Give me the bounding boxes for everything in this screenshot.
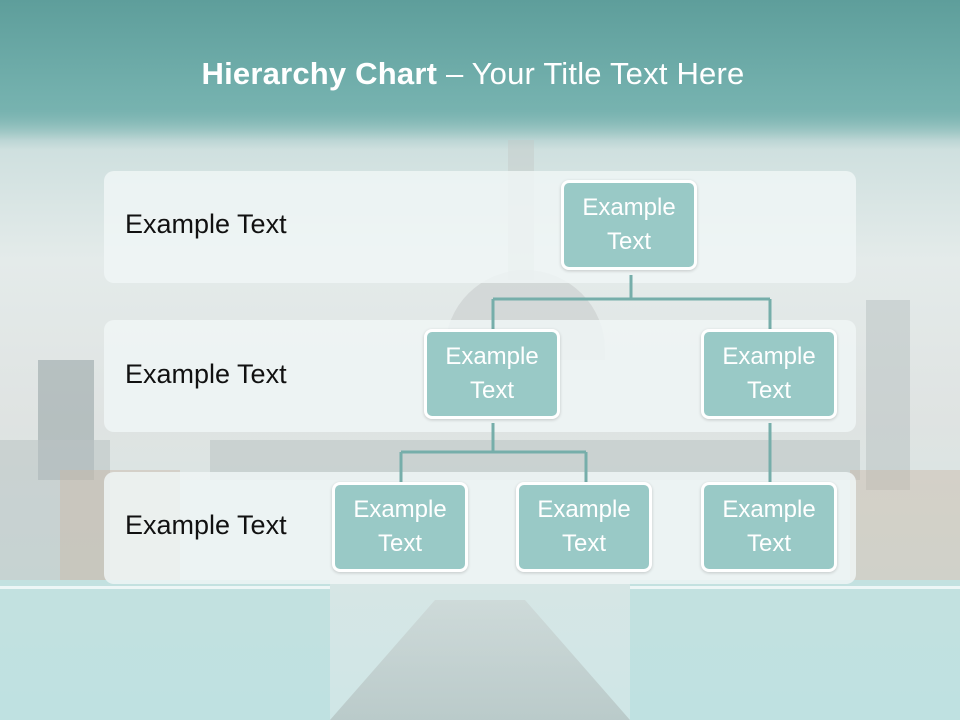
bg-clock-tower: [866, 300, 910, 490]
row-label: Example Text: [125, 209, 287, 239]
connector-left: [399, 423, 588, 482]
node-level3-middle[interactable]: Example Text: [516, 482, 652, 572]
node-level2-right[interactable]: Example Text: [701, 329, 837, 419]
node-root[interactable]: Example Text: [561, 180, 697, 270]
bg-building: [850, 470, 960, 580]
row-label: Example Text: [125, 510, 287, 540]
node-level2-left[interactable]: Example Text: [424, 329, 560, 419]
title-banner: [0, 0, 960, 140]
bg-glass-right: [630, 580, 960, 720]
node-label: Example Text: [722, 496, 816, 557]
bg-rail: [630, 586, 960, 589]
node-level3-left[interactable]: Example Text: [332, 482, 468, 572]
connector-root: [491, 275, 772, 329]
title-bold: Hierarchy Chart: [201, 56, 438, 91]
node-label: Example Text: [445, 343, 539, 404]
bg-rail: [0, 586, 330, 589]
row-band-1: Example Text: [104, 171, 856, 283]
bg-glass-left: [0, 580, 330, 720]
node-label: Example Text: [353, 496, 447, 557]
node-level3-right[interactable]: Example Text: [701, 482, 837, 572]
title-rest: – Your Title Text Here: [437, 56, 745, 91]
bg-building: [0, 440, 110, 580]
node-label: Example Text: [722, 343, 816, 404]
row-label: Example Text: [125, 359, 287, 389]
node-label: Example Text: [582, 194, 676, 255]
node-label: Example Text: [537, 496, 631, 557]
page-title: Hierarchy Chart – Your Title Text Here: [0, 56, 946, 92]
